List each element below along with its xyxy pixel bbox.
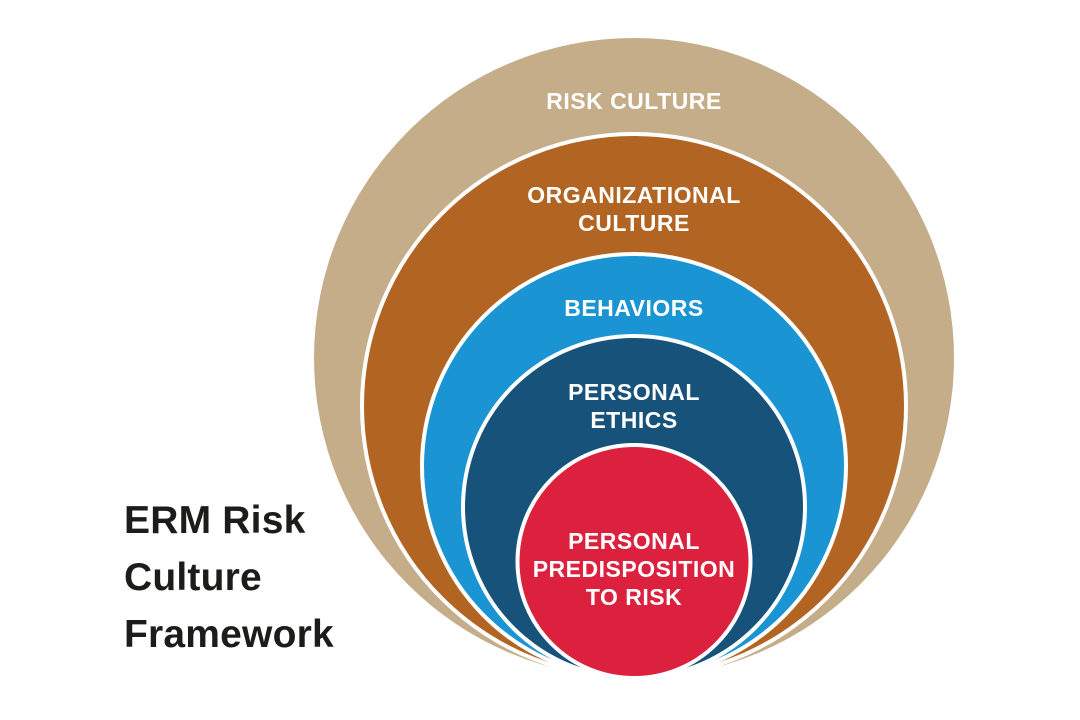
ring-personal-predisposition-circle [515, 443, 753, 680]
page-title: ERM Risk Culture Framework [124, 499, 334, 656]
